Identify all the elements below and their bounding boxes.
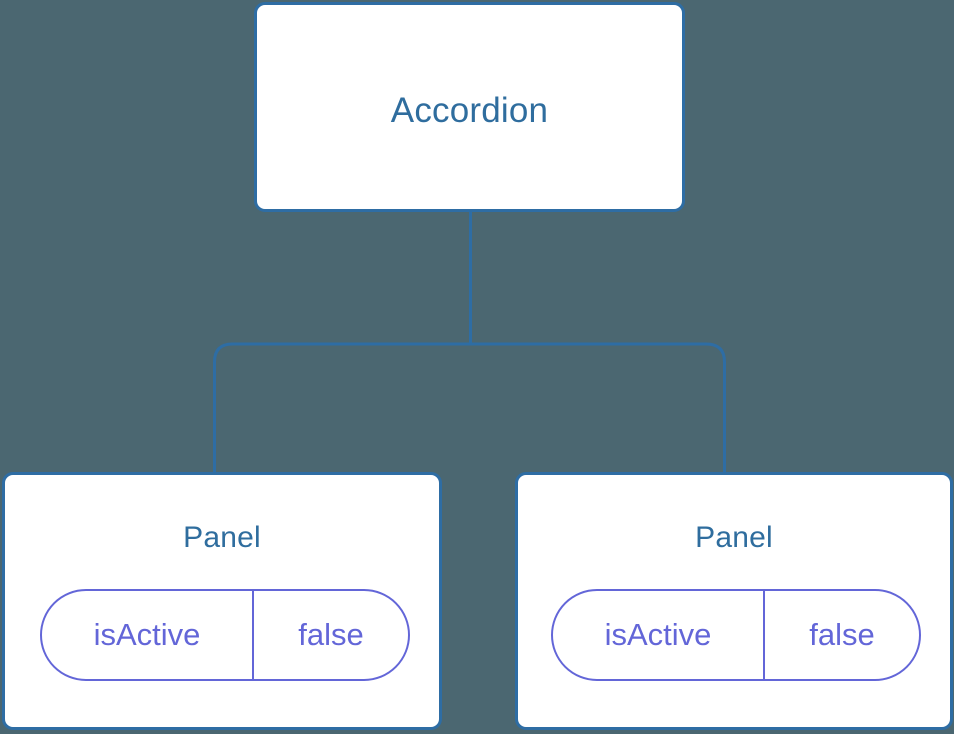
node-panel-left-title: Panel (183, 521, 261, 554)
node-accordion[interactable]: Accordion (254, 2, 685, 212)
edge-bus-to-panels (213, 342, 726, 472)
prop-key-isactive: isActive (42, 591, 254, 679)
node-accordion-title: Accordion (390, 91, 549, 130)
node-panel-right-title: Panel (695, 521, 773, 554)
prop-value-isactive: false (809, 617, 875, 652)
node-panel-left[interactable]: Panel isActive false (2, 472, 442, 730)
prop-pill-panel-left[interactable]: isActive false (40, 589, 410, 681)
node-panel-right[interactable]: Panel isActive false (515, 472, 953, 730)
prop-pill-panel-right[interactable]: isActive false (551, 589, 921, 681)
prop-key-isactive: isActive (553, 591, 765, 679)
prop-value-isactive: false (298, 617, 364, 652)
